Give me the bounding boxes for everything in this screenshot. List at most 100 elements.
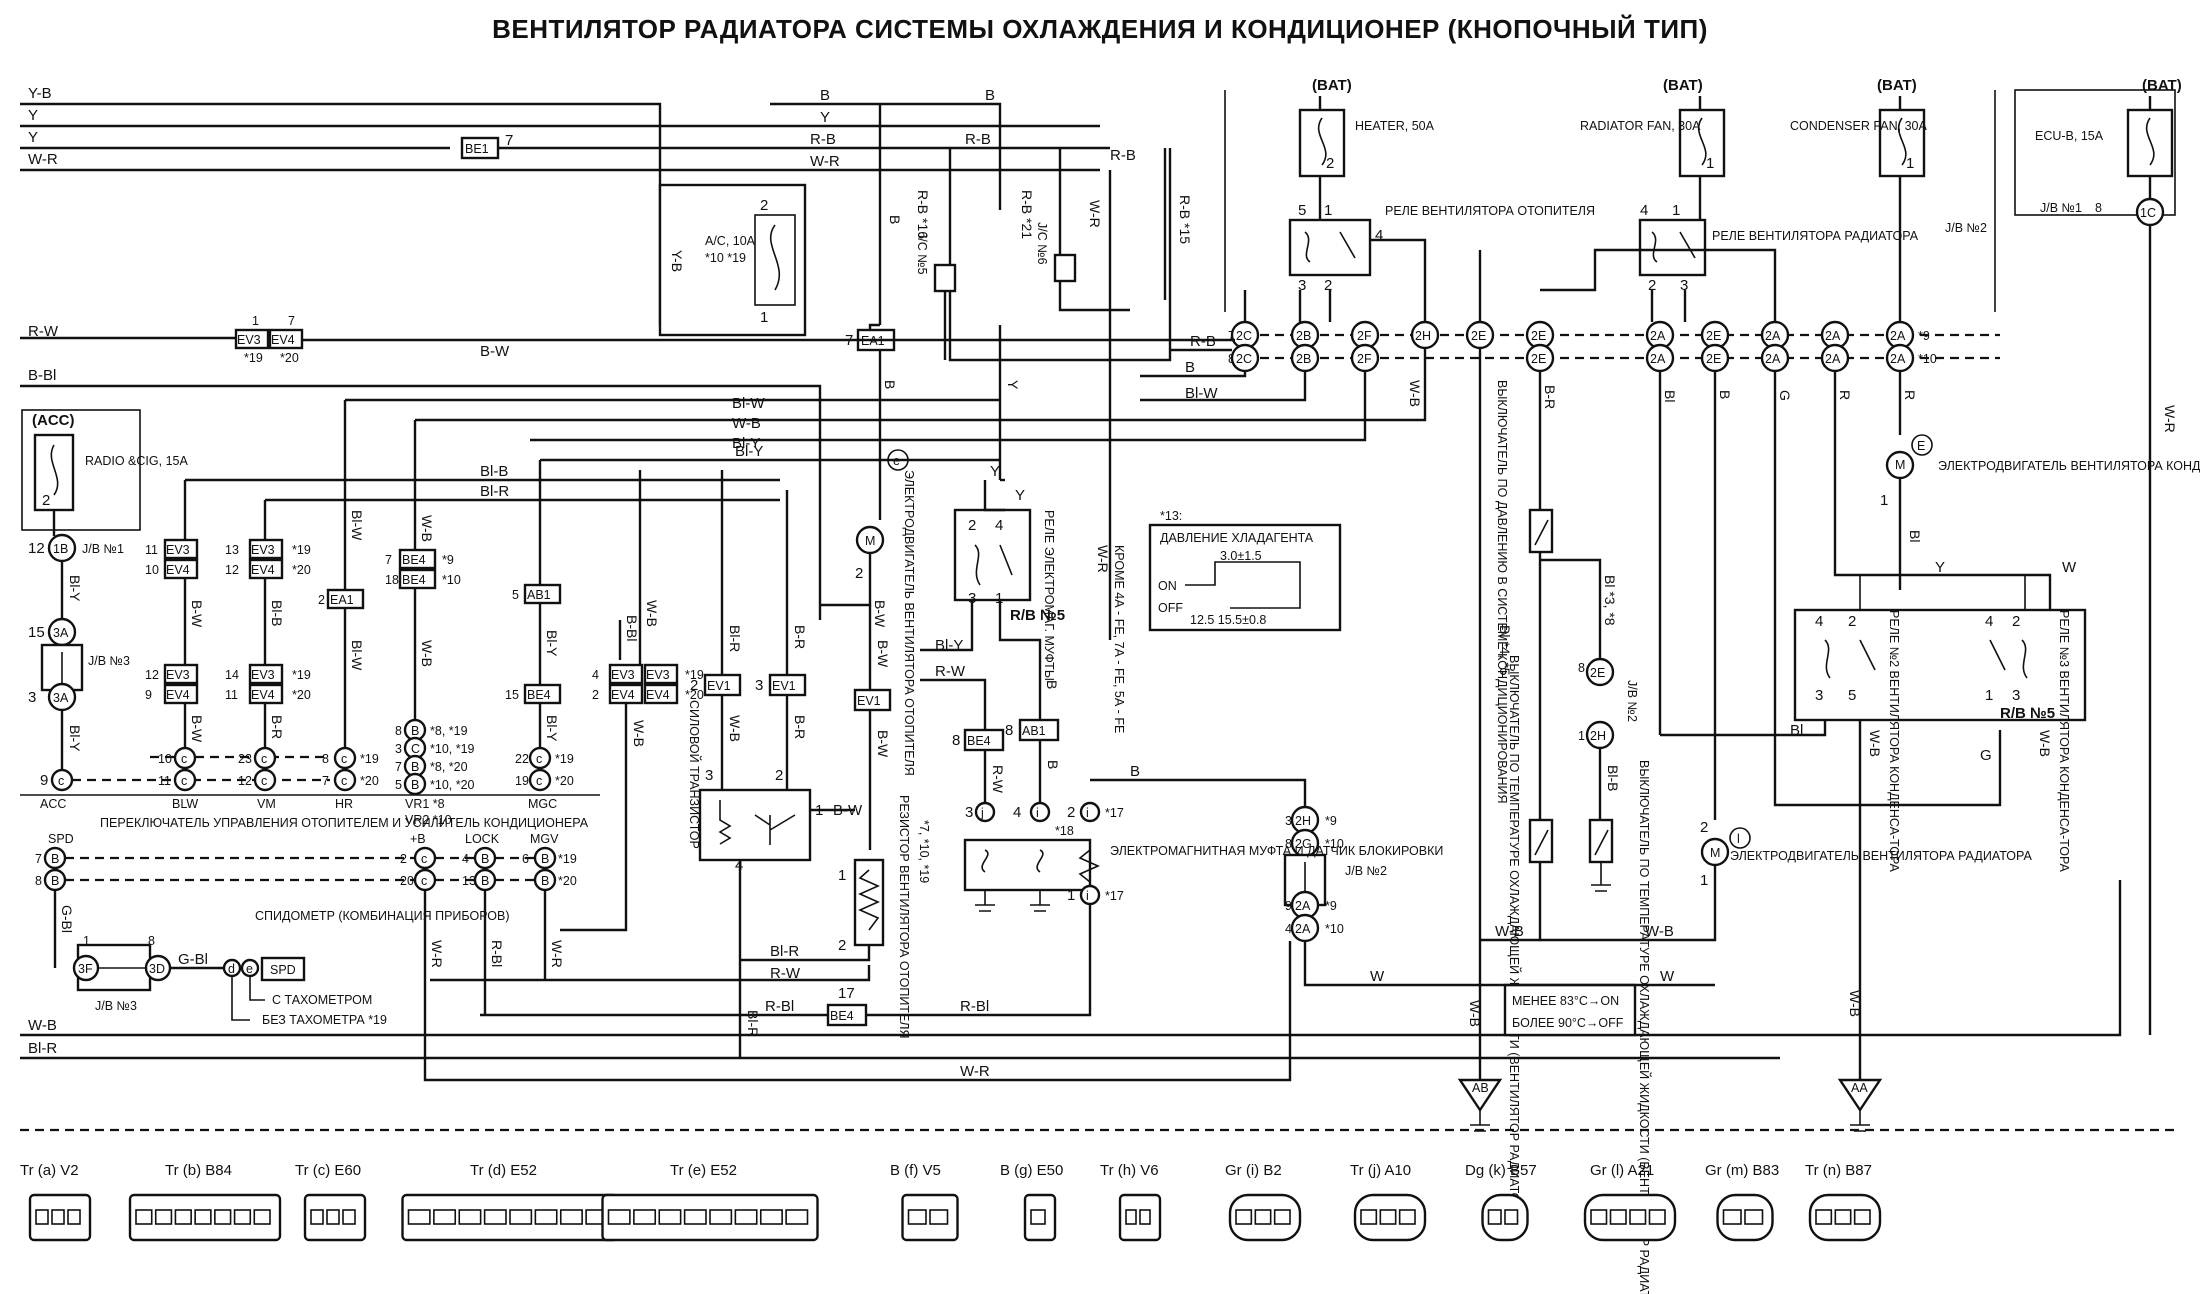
connector-pin — [1815, 1209, 1833, 1225]
svg-text:c: c — [181, 752, 187, 766]
svg-text:5: 5 — [512, 588, 519, 602]
svg-text:5: 5 — [1298, 202, 1306, 219]
temp-box-line1: МЕНЕЕ 83°С→ON — [1512, 994, 1619, 1008]
top-harness: B B Y R-B R-B W-R R-B R-B *15 W-R R-B *2… — [770, 87, 1193, 640]
jb3-label-left: J/B №3 — [88, 654, 130, 668]
svg-text:2C: 2C — [1236, 352, 1252, 366]
svg-text:3: 3 — [1285, 814, 1292, 828]
svg-text:7: 7 — [322, 774, 329, 788]
ecu-fuse-label: ECU-B, 15A — [2035, 129, 2104, 143]
svg-text:1: 1 — [1578, 729, 1585, 743]
svg-text:2E: 2E — [1471, 329, 1486, 343]
svg-text:EV1: EV1 — [707, 679, 731, 693]
svg-text:BE4: BE4 — [527, 688, 551, 702]
svg-text:M: M — [1895, 458, 1905, 472]
connector-pin — [135, 1209, 153, 1225]
connector-pin — [310, 1209, 324, 1225]
switches: ВЫКЛЮЧАТЕЛЬ ПО ДАВЛЕНИЮ В СИСТЕМЕ КОНДИЦ… — [1480, 380, 2032, 1294]
svg-text:G: G — [1980, 747, 1992, 764]
svg-text:2: 2 — [838, 937, 846, 954]
condenser-relay2-label: РЕЛЕ №2 ВЕНТИЛЯТОРА КОНДЕНСА-ТОРА — [1887, 610, 1901, 872]
connector-legend-label: B (g) E50 — [1000, 1162, 1063, 1179]
svg-text:M: M — [865, 534, 875, 548]
connector-pin — [253, 1209, 271, 1225]
ac-fuse-label: A/C, 10A — [705, 234, 756, 248]
svg-text:R-B: R-B — [1190, 333, 1216, 350]
diagram-title: ВЕНТИЛЯТОР РАДИАТОРА СИСТЕМЫ ОХЛАЖДЕНИЯ … — [492, 14, 1708, 44]
svg-text:3: 3 — [968, 590, 976, 607]
svg-text:BE4: BE4 — [402, 573, 426, 587]
jb2-label-mid: J/B №2 — [1625, 680, 1639, 722]
svg-text:15: 15 — [505, 688, 519, 702]
svg-text:B-W: B-W — [875, 640, 891, 668]
connector-shape-j — [1353, 1193, 1427, 1242]
svg-text:Bl-B: Bl-B — [1605, 765, 1621, 791]
svg-text:3: 3 — [1680, 277, 1688, 294]
rb5-label-mid: R/B №5 — [1010, 607, 1065, 624]
svg-text:1: 1 — [1906, 155, 1914, 172]
svg-text:1: 1 — [1880, 492, 1888, 509]
svg-text:22: 22 — [515, 752, 529, 766]
svg-text:2G: 2G — [1295, 837, 1312, 851]
svg-text:R: R — [1837, 390, 1853, 400]
jb2-frame: J/B №2 5 1 4 3 2 РЕЛЕ ВЕНТИЛЯТОРА ОТОПИТ… — [1224, 90, 1996, 312]
svg-text:EV4: EV4 — [611, 688, 635, 702]
svg-text:c: c — [261, 752, 267, 766]
svg-text:2A: 2A — [1825, 352, 1841, 366]
speedometer-label: СПИДОМЕТР (КОМБИНАЦИЯ ПРИБОРОВ) — [255, 909, 509, 923]
jb2-label-low: J/B №2 — [1345, 864, 1387, 878]
svg-text:*20: *20 — [292, 688, 311, 702]
svg-text:W-R: W-R — [810, 153, 840, 170]
svg-text:c: c — [421, 852, 427, 866]
pressure-top: 3.0±1.5 — [1220, 549, 1262, 563]
svg-text:Bl *3, *8: Bl *3, *8 — [1602, 575, 1618, 626]
connector-legend-label: Tr (h) V6 — [1100, 1162, 1159, 1179]
pressure-switch-label: ВЫКЛЮЧАТЕЛЬ ПО ДАВЛЕНИЮ В СИСТЕМЕ КОНДИЦ… — [1495, 380, 1509, 804]
svg-text:Bl-Y: Bl-Y — [935, 637, 963, 654]
svg-text:W-B: W-B — [1495, 923, 1524, 940]
svg-text:8: 8 — [322, 752, 329, 766]
svg-text:W-B: W-B — [1847, 990, 1863, 1017]
connector-pin — [1235, 1209, 1253, 1225]
svg-text:3: 3 — [965, 804, 973, 821]
svg-text:R-B *15: R-B *15 — [1177, 195, 1193, 244]
term-vr2: VR2 *10 — [405, 813, 452, 827]
connector-pin — [233, 1209, 252, 1225]
connector-pin — [51, 1209, 65, 1225]
svg-text:4: 4 — [1815, 613, 1823, 630]
svg-text:*9: *9 — [1325, 899, 1337, 913]
term-acc: ACC — [40, 797, 66, 811]
connector-pin — [658, 1209, 682, 1225]
svg-text:W: W — [1370, 968, 1385, 985]
svg-text:*9: *9 — [1325, 814, 1337, 828]
connector-pin — [1030, 1209, 1046, 1225]
svg-text:3: 3 — [1815, 687, 1823, 704]
svg-text:1: 1 — [1067, 887, 1075, 904]
svg-text:3F: 3F — [78, 962, 93, 976]
svg-text:2: 2 — [318, 593, 325, 607]
svg-text:1: 1 — [1672, 202, 1680, 219]
svg-text:B: B — [481, 852, 489, 866]
connector-legend-label: Tr (n) B87 — [1805, 1162, 1872, 1179]
svg-text:B: B — [51, 874, 59, 888]
svg-text:EV3: EV3 — [237, 333, 261, 347]
svg-text:2E: 2E — [1590, 666, 1605, 680]
svg-text:4: 4 — [1375, 227, 1383, 244]
svg-text:3: 3 — [28, 689, 36, 706]
svg-text:10: 10 — [145, 563, 159, 577]
connector-pin — [534, 1209, 558, 1225]
svg-text:8: 8 — [1578, 661, 1585, 675]
wire-label-bbl: B-Bl — [28, 367, 56, 384]
pressure-chart: *13: ДАВЛЕНИЕ ХЛАДАГЕНТА ON OFF 3.0±1.5 … — [1148, 509, 1342, 632]
svg-text:4: 4 — [1640, 202, 1648, 219]
svg-text:Bl-W: Bl-W — [732, 395, 765, 412]
svg-text:1: 1 — [760, 309, 768, 326]
svg-text:*10, *19: *10, *19 — [430, 742, 475, 756]
svg-text:Bl-Y: Bl-Y — [544, 715, 560, 742]
wire-label-y1: Y — [28, 107, 38, 124]
bat-label-radiator: (BAT) — [1663, 77, 1703, 94]
connector-pin — [1648, 1209, 1666, 1225]
svg-text:W-R: W-R — [429, 940, 445, 968]
condenser-relays-block: Y W 4 2 3 5 РЕЛЕ №2 ВЕНТИЛЯТОРА КОНДЕНСА… — [1660, 559, 2087, 1100]
